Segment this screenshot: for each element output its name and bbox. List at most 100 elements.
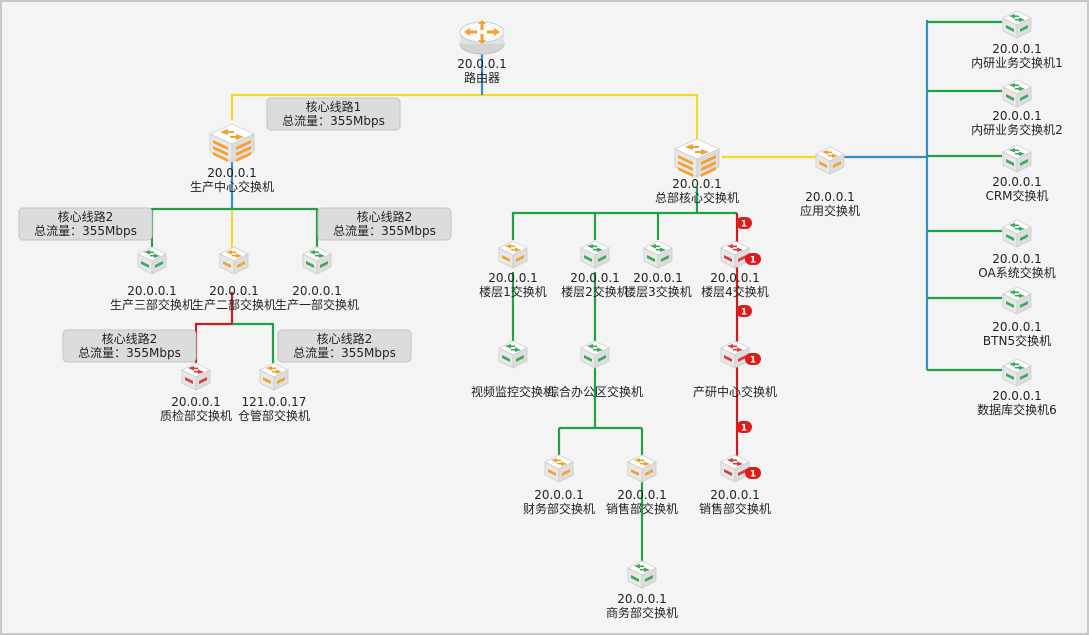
core-port-stripe	[213, 146, 228, 156]
node-name: 生产二部交换机	[192, 297, 276, 312]
node-alarm-badge[interactable]: 1	[745, 253, 761, 266]
node-ip: 20.0.0.1	[570, 271, 620, 285]
node-name: BTN5交换机	[983, 333, 1051, 348]
switch-port-stripe	[631, 575, 639, 582]
switch-port-stripe	[562, 469, 570, 476]
core-port-stripe	[701, 161, 716, 171]
alarm-badge-count: 1	[741, 308, 747, 318]
switch-port-stripe	[598, 355, 606, 362]
alarm-badge-bg	[736, 305, 752, 317]
core-port-stripe	[213, 152, 228, 162]
switch-port-stripe	[738, 255, 746, 262]
arrow-glyph	[640, 461, 650, 466]
switch-port-stripe	[1020, 159, 1028, 166]
node-office[interactable]: 综合办公区交换机	[547, 340, 643, 399]
link-label-box	[317, 207, 452, 241]
switch-port-stripe	[320, 261, 328, 268]
arrow-glyph	[188, 366, 198, 371]
link-line[interactable]	[232, 322, 275, 364]
arrow-glyph	[266, 366, 276, 371]
switch-port-stripe	[1020, 373, 1028, 380]
switch-port-stripe	[1020, 25, 1028, 32]
link-alarm-badge[interactable]: 1	[736, 305, 752, 318]
arrow-glyph	[727, 244, 737, 249]
node-name: OA系统交换机	[978, 265, 1055, 280]
switch-port-stripe	[584, 255, 592, 262]
arrow-stem	[470, 30, 477, 34]
arrow-glyph	[822, 150, 832, 155]
node-ip: 121.0.0.17	[242, 395, 307, 409]
link-line[interactable]	[230, 93, 699, 142]
link-traffic: 总流量：355Mbps	[293, 346, 396, 360]
node-ip: 20.0.0.1	[207, 166, 257, 180]
arrow-glyph	[1009, 83, 1019, 88]
arrow-glyph	[144, 250, 154, 255]
switch-port-stripe	[223, 261, 231, 268]
link-label-box	[62, 329, 197, 363]
switch-port-stripe	[1006, 94, 1014, 101]
alarm-badge-count: 1	[750, 256, 756, 266]
node-name: 视频监控交换机	[471, 384, 555, 399]
arrow-glyph	[1015, 365, 1025, 370]
alarm-badge-count: 1	[750, 470, 756, 480]
node-rnd[interactable]: 产研中心交换机	[693, 340, 777, 399]
alarm-badge-bg	[736, 217, 752, 229]
link-traffic: 总流量：355Mbps	[78, 346, 181, 360]
node-ip: 20.0.0.1	[292, 284, 342, 298]
arrow-glyph	[557, 461, 567, 466]
link-label-box	[266, 97, 401, 131]
switch-port-stripe	[548, 469, 556, 476]
switch-port-stripe	[1006, 234, 1014, 241]
link-alarm-badge[interactable]: 1	[736, 217, 752, 230]
arrow-glyph	[478, 20, 486, 24]
arrow-glyph	[695, 149, 709, 155]
alarm-badge-bg	[745, 353, 761, 365]
link-labels-layer: 核心线路1总流量：355Mbps核心线路2总流量：355Mbps核心线路2总流量…	[18, 97, 452, 363]
node-alarm-badge[interactable]: 1	[745, 467, 761, 480]
node-video[interactable]: 视频监控交换机	[471, 340, 555, 399]
link-alarm-badge[interactable]: 1	[736, 421, 752, 434]
switch-port-stripe	[502, 355, 510, 362]
arrow-glyph	[309, 250, 319, 255]
node-alarm-badge[interactable]: 1	[745, 353, 761, 366]
arrow-glyph	[1009, 223, 1019, 228]
switch-port-stripe	[724, 469, 732, 476]
node-ip: 20.0.0.1	[992, 320, 1042, 334]
switch-port-stripe	[584, 355, 592, 362]
node-name: CRM交换机	[985, 188, 1048, 203]
core-port-stripe	[678, 155, 693, 165]
link-line[interactable]	[511, 187, 699, 240]
link-line[interactable]	[150, 207, 319, 252]
switch-port-stripe	[598, 255, 606, 262]
node-ip: 20.0.0.1	[992, 42, 1042, 56]
switch-port-stripe	[185, 377, 193, 384]
alarm-badge-bg	[745, 467, 761, 479]
switch-port-stripe	[1006, 159, 1014, 166]
switch-port-stripe	[724, 255, 732, 262]
